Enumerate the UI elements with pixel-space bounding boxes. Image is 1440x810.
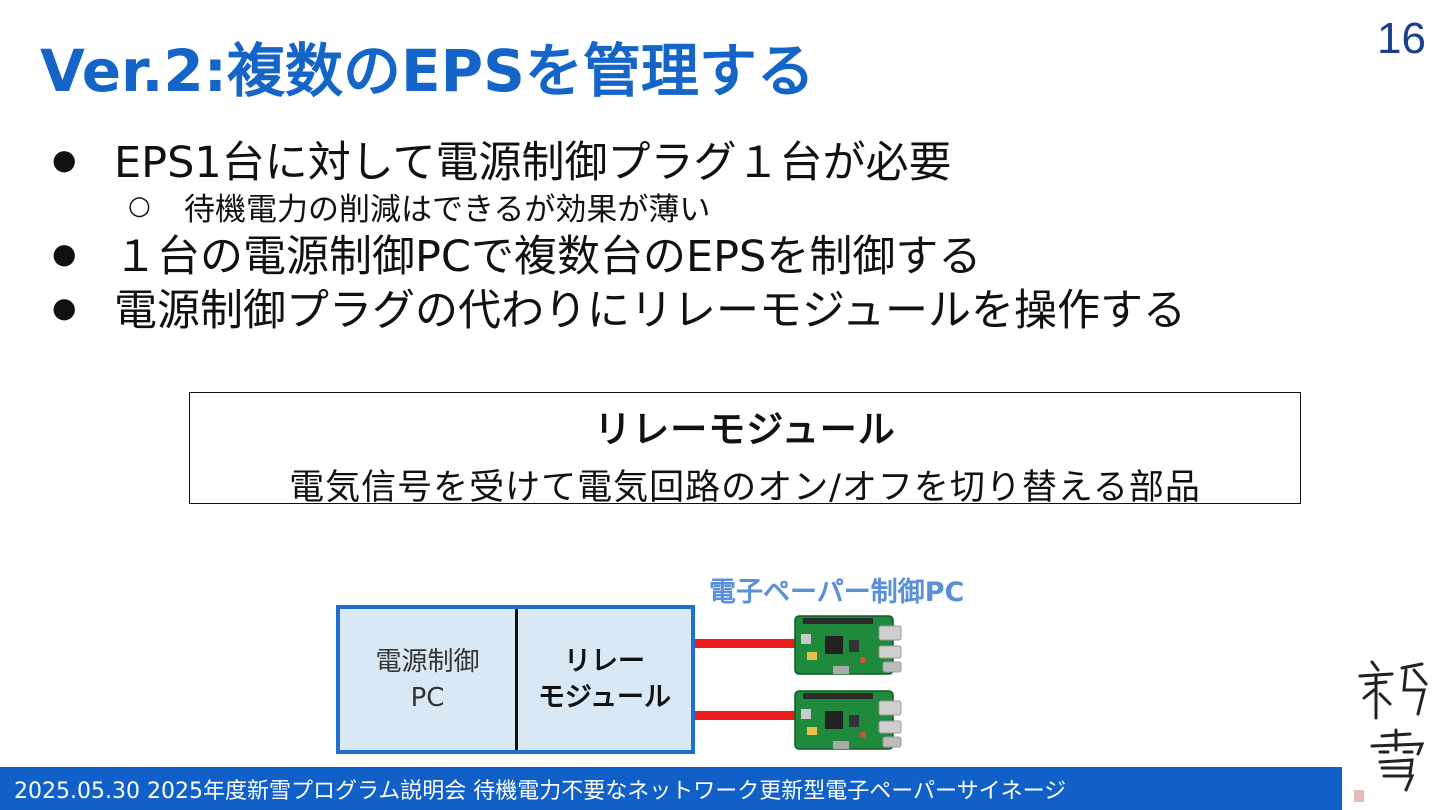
page-number: 16 <box>1377 14 1426 63</box>
relay-label-line1: リレー <box>564 645 645 677</box>
controller-box: 電源制御 PC リレー モジュール <box>336 605 695 754</box>
bullet-list: ● EPS1台に対して電源制御プラグ１台が必要 ○ 待機電力の削減はできるが効果… <box>52 132 1352 336</box>
raspberry-pi-board-icon <box>793 612 909 678</box>
power-pc-label-line2: PC <box>410 682 445 713</box>
definition-box: リレーモジュール 電気信号を受けて電気回路のオン/オフを切り替える部品 <box>189 392 1301 508</box>
bullet-text: 電源制御プラグの代わりにリレーモジュールを操作する <box>114 286 1186 336</box>
bullet-text: １台の電源制御PCで複数台のEPSを制御する <box>114 232 982 282</box>
bullet-marker: ● <box>52 236 77 270</box>
bullet-item: ● EPS1台に対して電源制御プラグ１台が必要 <box>52 132 1352 188</box>
relay-module-cell: リレー モジュール <box>518 609 691 750</box>
raspberry-pi-board-icon <box>793 687 909 753</box>
sub-bullet-item: ○ 待機電力の削減はできるが効果が薄い <box>52 186 1352 228</box>
sub-bullet-marker: ○ <box>128 191 151 221</box>
definition-title: リレーモジュール <box>594 408 896 451</box>
bullet-text: EPS1台に対して電源制御プラグ１台が必要 <box>114 138 952 188</box>
epaper-pc-label: 電子ペーパー制御PC <box>709 577 965 608</box>
bullet-marker: ● <box>52 290 77 324</box>
bullet-item: ● 電源制御プラグの代わりにリレーモジュールを操作する <box>52 280 1352 336</box>
sub-bullet-text: 待機電力の削減はできるが効果が薄い <box>184 191 711 228</box>
power-pc-label-line1: 電源制御 <box>375 646 480 677</box>
footer-bar: 2025.05.30 2025年度新雪プログラム説明会 待機電力不要なネットワー… <box>0 767 1342 810</box>
bullet-item: ● １台の電源制御PCで複数台のEPSを制御する <box>52 226 1352 282</box>
calligraphy-logo <box>1352 650 1436 810</box>
wire-bottom <box>695 711 800 720</box>
slide-title: Ver.2:複数のEPSを管理する <box>40 37 815 105</box>
footer-text: 2025.05.30 2025年度新雪プログラム説明会 待機電力不要なネットワー… <box>14 778 1067 804</box>
relay-label-line2: モジュール <box>537 681 672 713</box>
wire-top <box>695 639 800 648</box>
power-control-pc-cell: 電源制御 PC <box>340 609 518 750</box>
definition-text: 電気信号を受けて電気回路のオン/オフを切り替える部品 <box>289 468 1201 508</box>
bullet-marker: ● <box>52 142 77 176</box>
